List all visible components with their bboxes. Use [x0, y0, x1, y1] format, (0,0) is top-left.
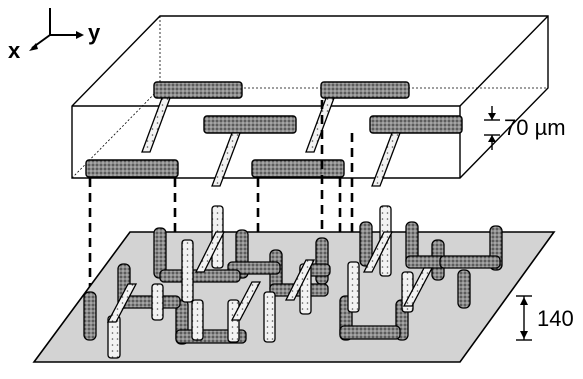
axis-indicator	[29, 8, 84, 51]
top-bar	[320, 81, 410, 99]
top-bars	[85, 81, 463, 178]
top-bar	[85, 159, 179, 178]
top-bar	[203, 115, 297, 134]
pillar	[83, 291, 97, 341]
dimension-70	[484, 106, 500, 150]
top-box	[71, 15, 549, 179]
axis-y-label: y	[88, 20, 101, 45]
top-links	[141, 97, 401, 187]
pillar-network	[83, 205, 503, 359]
dimension-140-label: 140	[537, 306, 574, 331]
pillar	[457, 269, 471, 309]
top-bar	[153, 81, 243, 99]
dimension-70-label: 70 µm	[504, 115, 566, 140]
top-bar	[251, 159, 345, 178]
pillar	[359, 221, 373, 267]
dimension-140	[516, 295, 532, 341]
top-bar	[369, 115, 463, 134]
axis-x-label: x	[8, 38, 21, 63]
pillar	[315, 237, 329, 285]
